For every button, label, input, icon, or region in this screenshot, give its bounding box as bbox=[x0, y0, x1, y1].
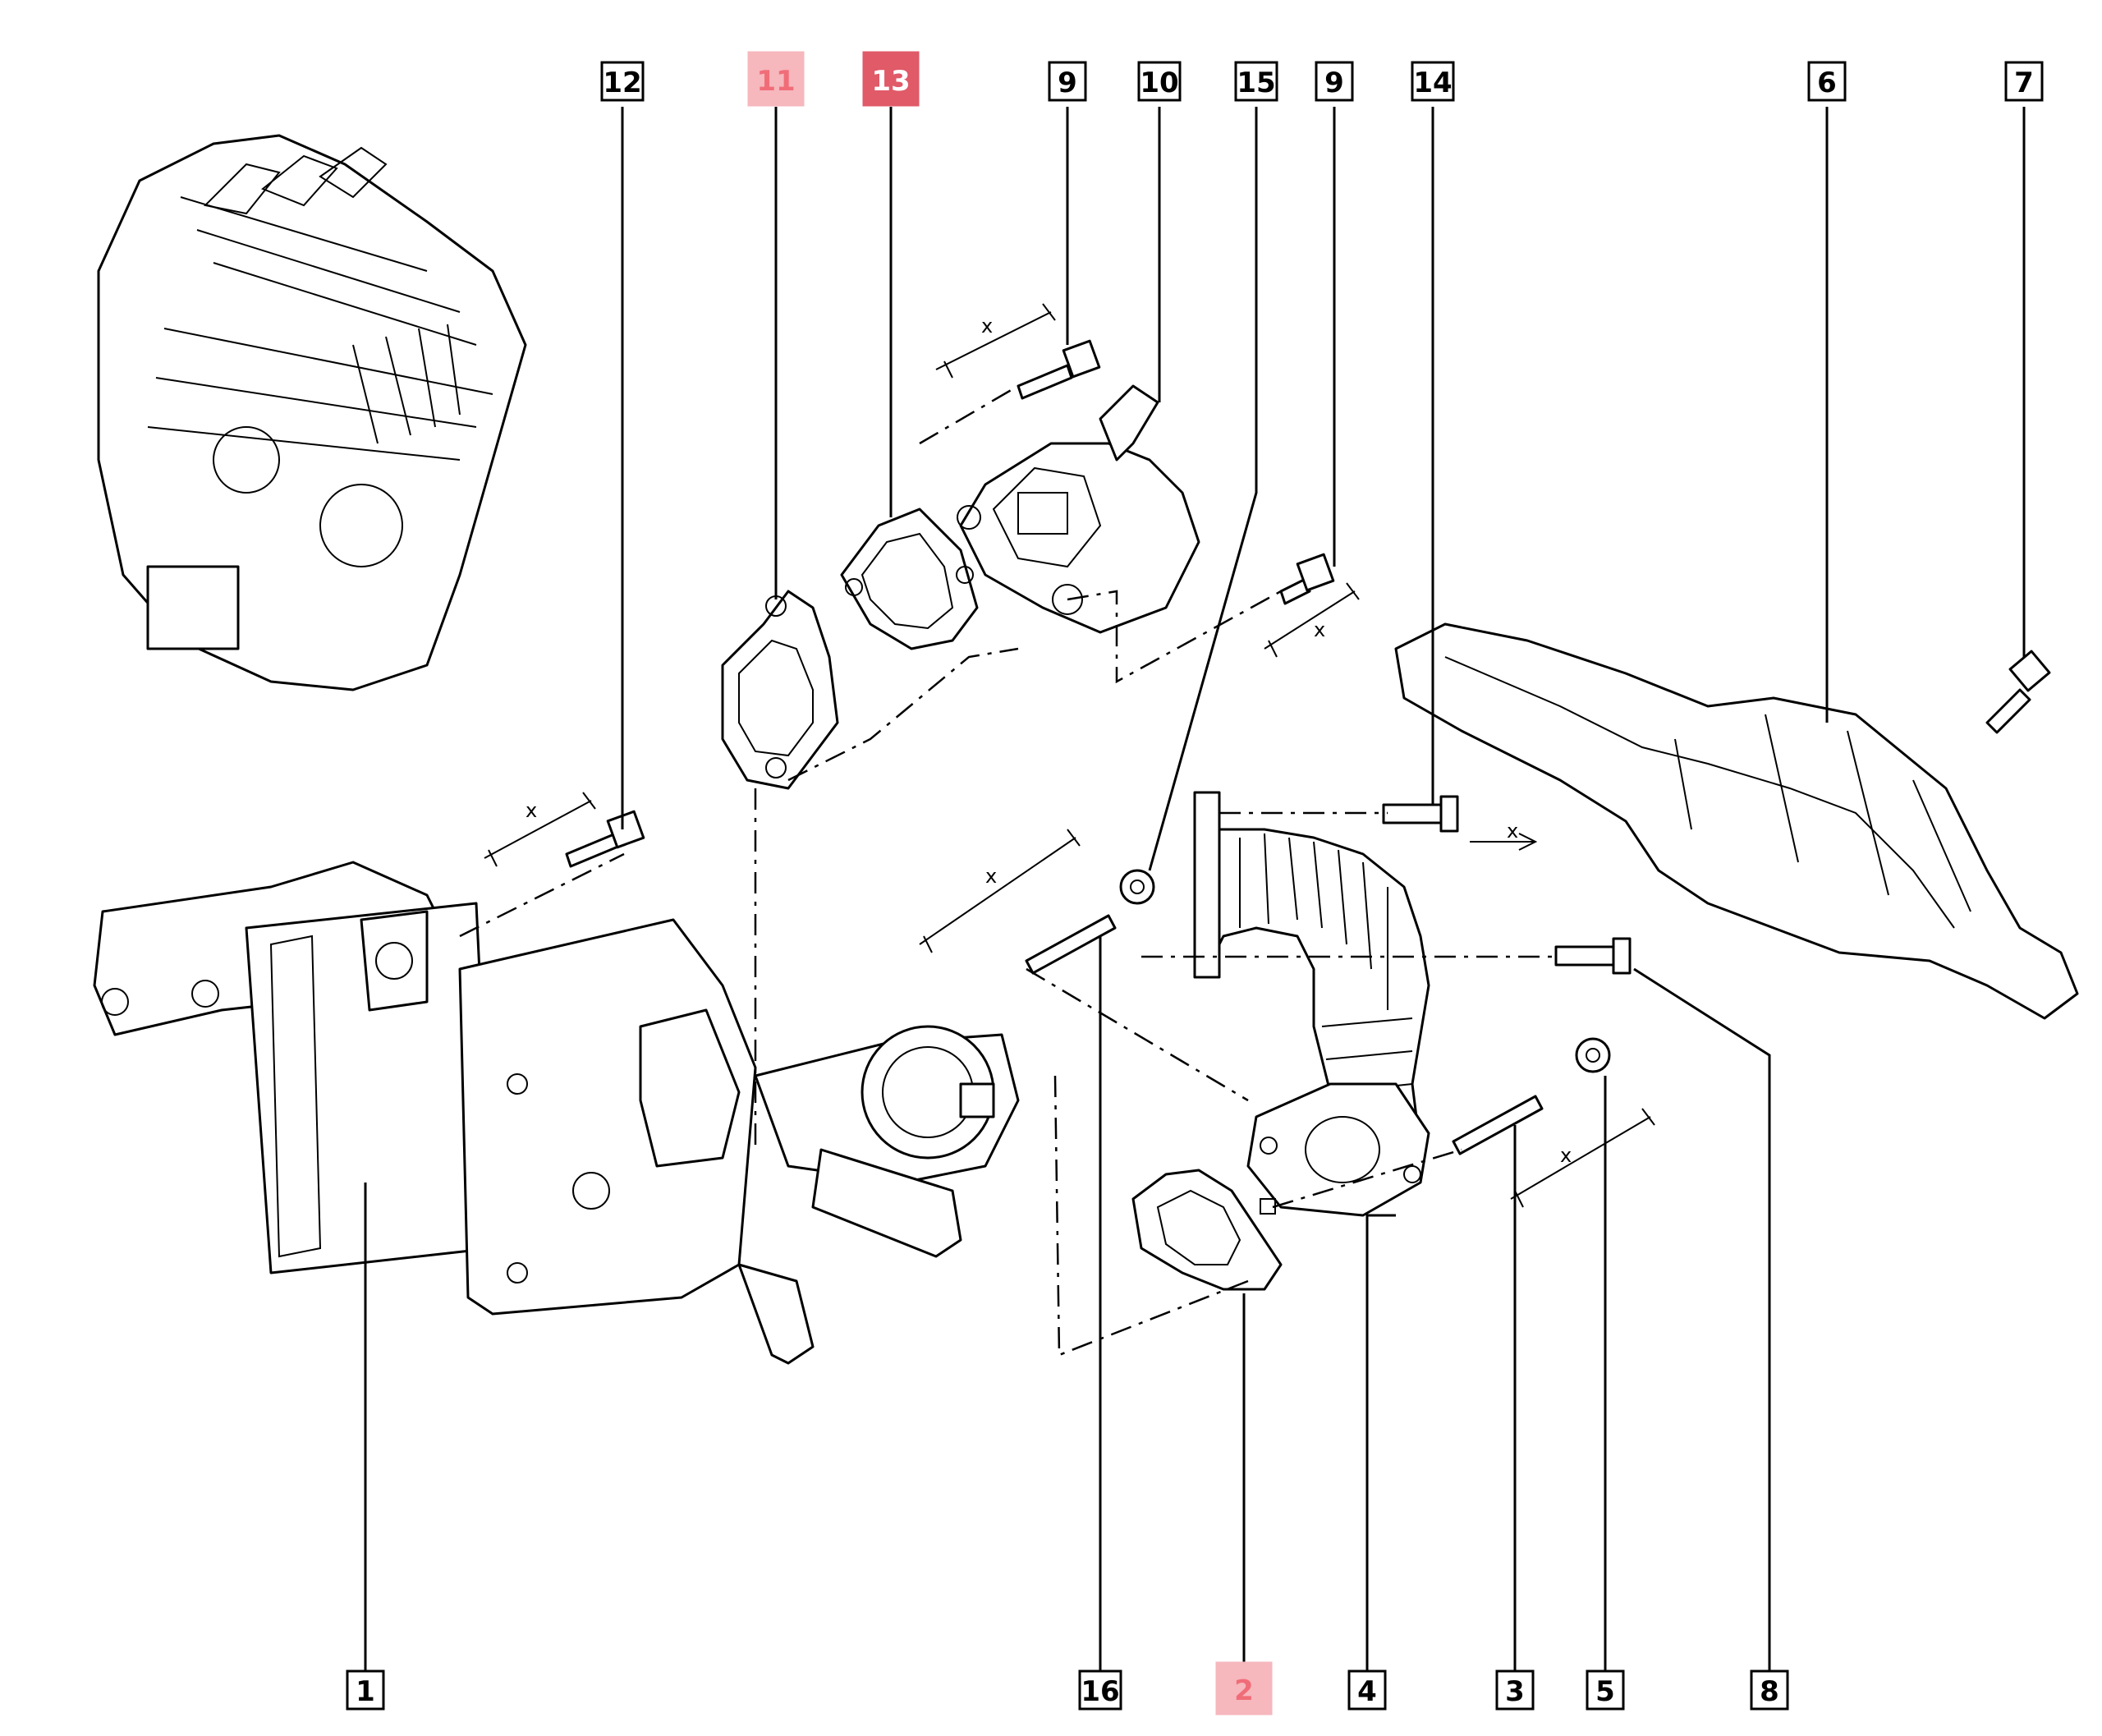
callout-3-label: 3 bbox=[1505, 1675, 1525, 1708]
dimension-x-label: x bbox=[1560, 1144, 1572, 1167]
bolt-9-right bbox=[1279, 553, 1335, 605]
dimension-x-label: x bbox=[981, 315, 993, 338]
callout-16: 16 bbox=[1078, 1669, 1122, 1711]
callout-6-label: 6 bbox=[1817, 67, 1837, 99]
callout-9-right-label: 9 bbox=[1324, 67, 1344, 99]
callout-11: 11 bbox=[747, 51, 805, 107]
nut-5 bbox=[1575, 1037, 1611, 1073]
callout-13: 13 bbox=[862, 51, 920, 107]
bolt-14 bbox=[1382, 795, 1459, 833]
callout-7: 7 bbox=[2004, 61, 2044, 102]
dimension-marks: x x x x x x bbox=[484, 303, 1655, 1208]
egr-valve-10 bbox=[957, 384, 1200, 634]
callout-8-label: 8 bbox=[1760, 1675, 1779, 1708]
bolt-12 bbox=[565, 810, 645, 868]
gasket-13 bbox=[840, 507, 979, 650]
dimension-x-label: x bbox=[985, 865, 997, 888]
callout-14-label: 14 bbox=[1413, 67, 1452, 99]
callout-12: 12 bbox=[600, 61, 645, 102]
callout-7-label: 7 bbox=[2014, 67, 2034, 99]
callout-10: 10 bbox=[1137, 61, 1182, 102]
flexible-pipe-4 bbox=[1193, 791, 1430, 1217]
dimension-x-label: x bbox=[526, 799, 537, 822]
leader-lines bbox=[364, 107, 2026, 1671]
gasket-2 bbox=[1131, 1169, 1283, 1291]
callout-16-label: 16 bbox=[1081, 1675, 1119, 1708]
callout-13-label: 13 bbox=[871, 65, 910, 98]
egr-cooler-assembly bbox=[93, 861, 1020, 1365]
callout-9-right: 9 bbox=[1315, 61, 1354, 102]
bolt-8 bbox=[1554, 937, 1632, 975]
callout-5: 5 bbox=[1586, 1669, 1625, 1711]
callout-5-label: 5 bbox=[1595, 1675, 1615, 1708]
callout-10-label: 10 bbox=[1140, 67, 1178, 99]
callout-15-label: 15 bbox=[1237, 67, 1275, 99]
heat-shield-6 bbox=[1394, 622, 2079, 1020]
callout-2: 2 bbox=[1215, 1661, 1273, 1715]
bolt-9-upper bbox=[1017, 339, 1101, 400]
callout-2-label: 2 bbox=[1234, 1674, 1254, 1707]
callout-6: 6 bbox=[1807, 61, 1847, 102]
nut-15 bbox=[1119, 869, 1155, 905]
callout-1: 1 bbox=[346, 1669, 385, 1711]
callout-8: 8 bbox=[1750, 1669, 1789, 1711]
bolt-7 bbox=[1985, 650, 2051, 734]
callout-1-label: 1 bbox=[356, 1675, 375, 1708]
callout-12-label: 12 bbox=[603, 67, 641, 99]
assembly-lines bbox=[459, 384, 1560, 1357]
engine-overview-illustration bbox=[97, 134, 527, 691]
dimension-x-label: x bbox=[1507, 820, 1518, 843]
callout-3: 3 bbox=[1495, 1669, 1535, 1711]
stud-3 bbox=[1452, 1095, 1544, 1155]
callout-14: 14 bbox=[1411, 61, 1455, 102]
callout-4: 4 bbox=[1347, 1669, 1387, 1711]
callout-11-label: 11 bbox=[756, 65, 795, 98]
callout-15: 15 bbox=[1234, 61, 1278, 102]
callout-9-left: 9 bbox=[1048, 61, 1087, 102]
stud-16 bbox=[1025, 914, 1117, 975]
callout-4-label: 4 bbox=[1357, 1675, 1377, 1708]
dimension-x-label: x bbox=[1314, 618, 1325, 641]
callout-9-left-label: 9 bbox=[1058, 67, 1077, 99]
gasket-11 bbox=[721, 590, 839, 790]
